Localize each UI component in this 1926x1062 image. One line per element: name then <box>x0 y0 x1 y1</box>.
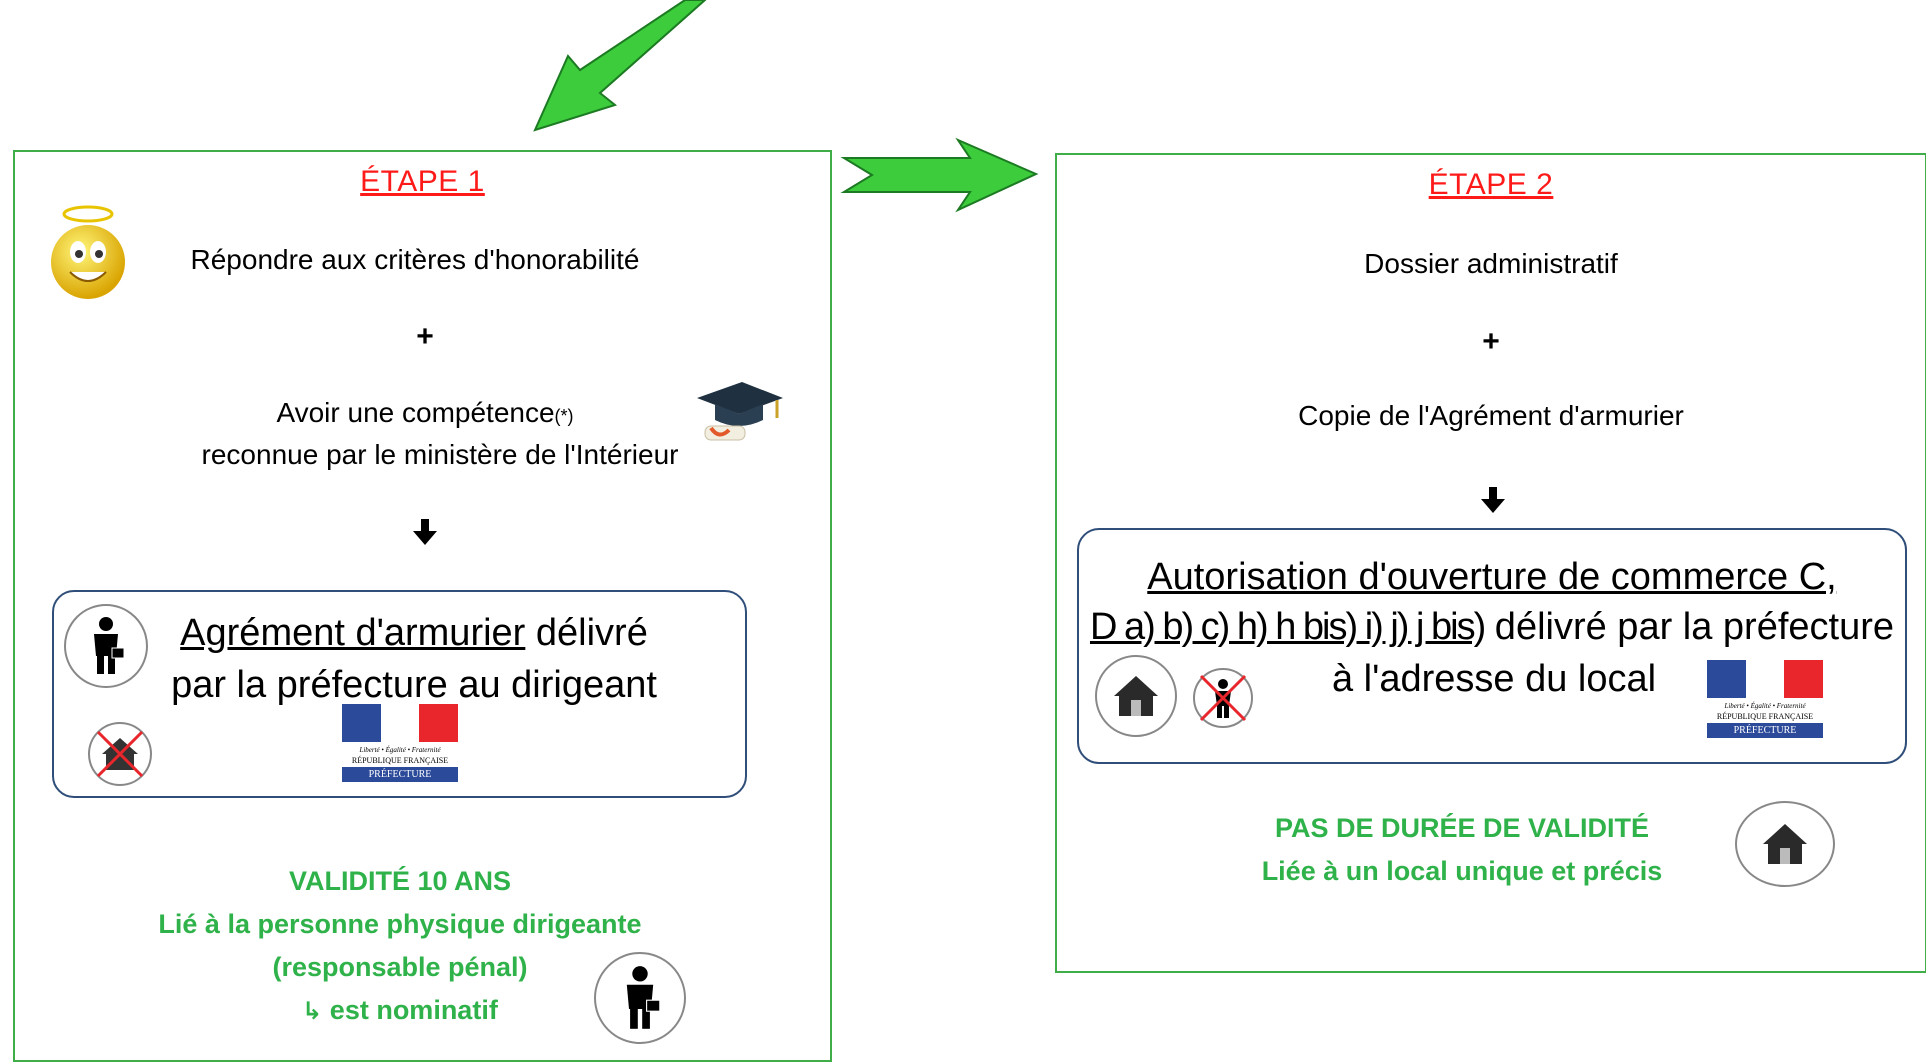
step1-panel: ÉTAPE 1 Répondre aux critères d'honorabi… <box>13 150 832 1062</box>
step2-dossier-text: Dossier administratif <box>1364 248 1618 279</box>
return-arrow-icon: ↳ <box>302 998 323 1025</box>
businessman-icon-circle <box>64 604 148 688</box>
logo-motto: Liberté • Égalité • Fraternité <box>359 746 441 754</box>
angel-smiley-icon <box>51 205 125 299</box>
step1-box-line1-rest: délivré <box>525 612 648 654</box>
step1-validity: VALIDITÉ 10 ANS Lié à la personne physiq… <box>125 860 675 1033</box>
step2-validity: PAS DE DURÉE DE VALIDITÉ Liée à un local… <box>1237 807 1687 893</box>
crossed-businessman-icon <box>1199 674 1247 722</box>
house-icon-circle-2 <box>1735 801 1835 887</box>
step2-box-line2: D a) b) c) h) h bis) i) j) j bis) délivr… <box>1079 602 1905 652</box>
step1-box-line2: par la préfecture au dirigeant <box>171 664 657 706</box>
step1-validity-line2: Lié à la personne physique dirigeante <box>158 909 642 939</box>
step1-competence-line2: reconnue par le ministère de l'Intérieur <box>201 439 679 470</box>
down-arrow-icon <box>413 519 437 545</box>
step1-competence-text: Avoir une compétence <box>276 397 555 428</box>
step1-plus: + <box>416 320 434 353</box>
green-arrow-down-left <box>533 0 707 132</box>
tricolor-flag <box>342 704 459 742</box>
logo-prefecture: PRÉFECTURE <box>342 767 458 782</box>
step1-agrement-box: Agrément d'armurier délivré par la préfe… <box>52 590 747 798</box>
step1-down-arrow <box>410 517 440 555</box>
logo-motto: Liberté • Égalité • Fraternité <box>1724 702 1806 710</box>
step1-validity-line3: (responsable pénal) <box>272 952 528 982</box>
step1-competence-mark: (*) <box>554 406 574 426</box>
step1-validity-line4: ↳ est nominatif <box>125 989 675 1033</box>
step1-criteria-text: Répondre aux critères d'honorabilité <box>190 244 640 275</box>
graduation-cap-icon <box>697 382 783 441</box>
crossed-house-icon <box>96 730 144 778</box>
step1-box-line1: Agrément d'armurier délivré <box>154 608 674 658</box>
green-arrow-right <box>840 137 1039 213</box>
tricolor-flag <box>1707 660 1824 698</box>
prefecture-logo-step1: Liberté • Égalité • Fraternité RÉPUBLIQU… <box>342 704 459 792</box>
step2-autorisation-box: Autorisation d'ouverture de commerce C, … <box>1077 528 1907 764</box>
step2-validity-line1: PAS DE DURÉE DE VALIDITÉ <box>1274 813 1650 843</box>
step2-plus: + <box>1482 325 1500 358</box>
step2-validity-line2: Liée à un local unique et précis <box>1261 856 1663 886</box>
step2-copie-text: Copie de l'Agrément d'armurier <box>1298 400 1684 431</box>
prefecture-logo-step2: Liberté • Égalité • Fraternité RÉPUBLIQU… <box>1707 660 1824 748</box>
agrement-armurier-label: Agrément d'armurier <box>180 612 526 654</box>
house-icon-circle <box>1095 655 1177 737</box>
businessman-icon <box>94 617 125 674</box>
step1-validity-last: est nominatif <box>329 995 498 1025</box>
logo-republique: RÉPUBLIQUE FRANÇAISE <box>1716 712 1814 721</box>
step2-title: ÉTAPE 2 <box>1428 168 1554 201</box>
house-icon <box>1114 676 1158 716</box>
logo-prefecture: PRÉFECTURE <box>1707 723 1823 738</box>
step1-title: ÉTAPE 1 <box>360 165 485 198</box>
down-arrow-icon <box>1481 487 1505 513</box>
step2-panel: ÉTAPE 2 Dossier administratif + Copie de… <box>1055 153 1926 973</box>
step2-box-line3: à l'adresse du local <box>1331 658 1657 700</box>
step2-box-line2-rest: délivré par la préfecture <box>1484 606 1895 648</box>
house-icon <box>1763 824 1807 864</box>
step1-competence-line1: Avoir une compétence(*) <box>235 397 615 429</box>
categories-label: D a) b) c) h) h bis) i) j) j bis) <box>1089 606 1486 648</box>
logo-republique: RÉPUBLIQUE FRANÇAISE <box>351 756 449 765</box>
step2-down-arrow <box>1478 485 1508 523</box>
crossed-businessman-icon-circle <box>1193 668 1253 728</box>
businessman-icon <box>626 966 661 1029</box>
businessman-icon-circle-2 <box>594 952 686 1044</box>
step2-box-line1: Autorisation d'ouverture de commerce C, <box>1147 556 1837 598</box>
crossed-house-icon-circle <box>88 722 152 786</box>
step1-validity-line1: VALIDITÉ 10 ANS <box>288 866 512 896</box>
